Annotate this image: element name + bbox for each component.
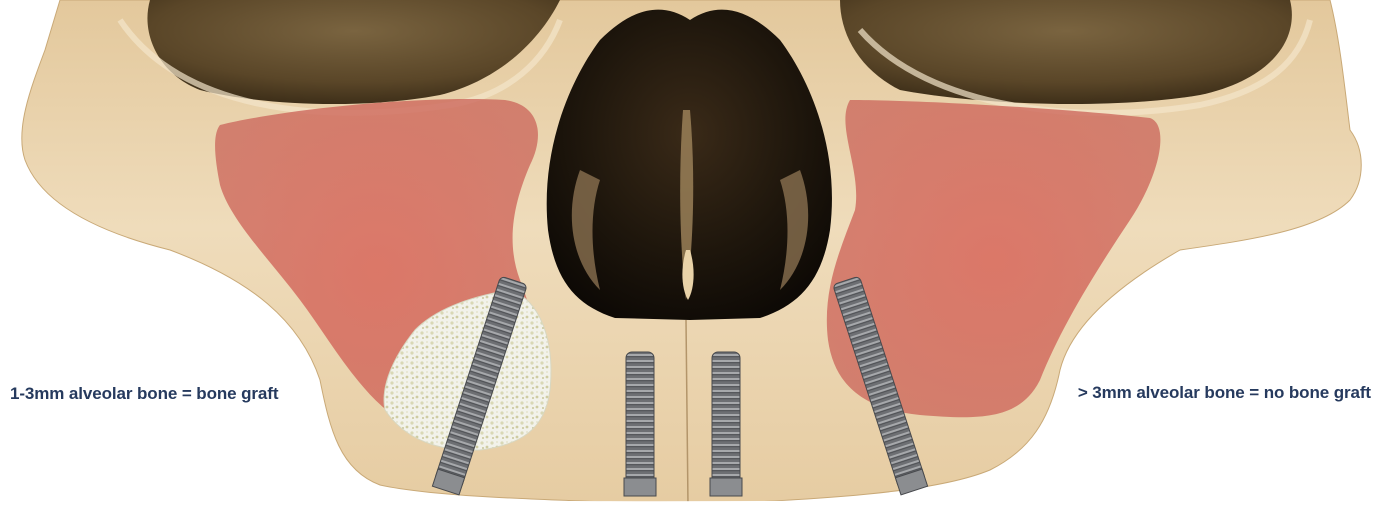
caption-no-bone-graft: > 3mm alveolar bone = no bone graft [1078,383,1371,403]
caption-bone-graft: 1-3mm alveolar bone = bone graft [10,384,278,404]
dental-implant-icon-3 [710,352,742,496]
dental-implant-icon-2 [624,352,656,496]
